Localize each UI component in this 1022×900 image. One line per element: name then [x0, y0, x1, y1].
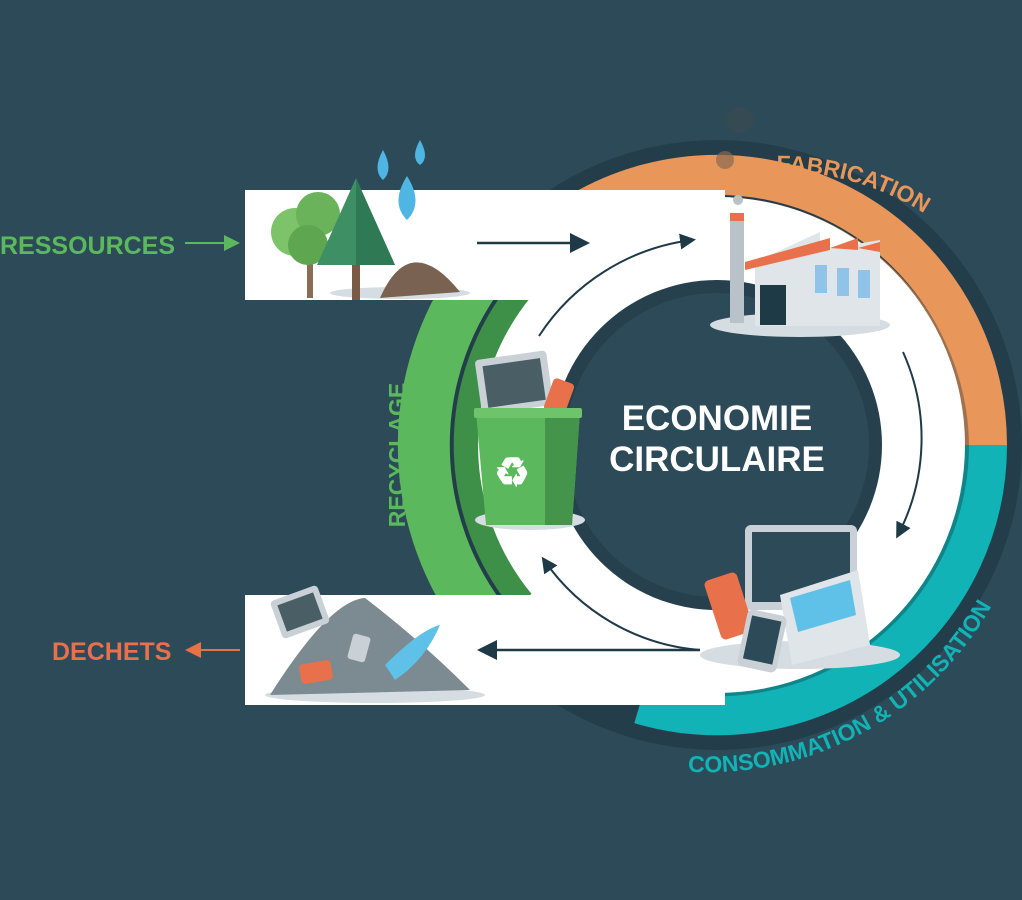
- resources-label: RESSOURCES: [0, 232, 175, 260]
- recycle-symbol-icon: ♻: [494, 451, 530, 495]
- arrow-fabrication-to-consumption: [896, 351, 923, 539]
- waste-pile-icon: [265, 585, 485, 703]
- recycling-arc-inner: [453, 280, 536, 610]
- center-circle: [565, 293, 869, 597]
- trees-icon: [271, 178, 470, 300]
- arrow-consumption-to-recycle: [541, 556, 701, 651]
- water-drop-icon: [377, 140, 425, 220]
- recycle-bin-icon: ♻: [474, 350, 585, 530]
- factory-icon: [710, 106, 890, 337]
- center-title-line2: CIRCULAIRE: [609, 440, 825, 479]
- fabrication-arc: [572, 154, 1007, 446]
- devices-icon: [700, 525, 900, 673]
- arrow-recycle-to-fabrication: [538, 233, 696, 337]
- center-title-line1: ECONOMIE: [622, 399, 813, 438]
- recycling-label: RECYCLAGE: [384, 383, 410, 527]
- recycling-arc: [397, 246, 509, 644]
- waste-label: DECHETS: [52, 638, 171, 666]
